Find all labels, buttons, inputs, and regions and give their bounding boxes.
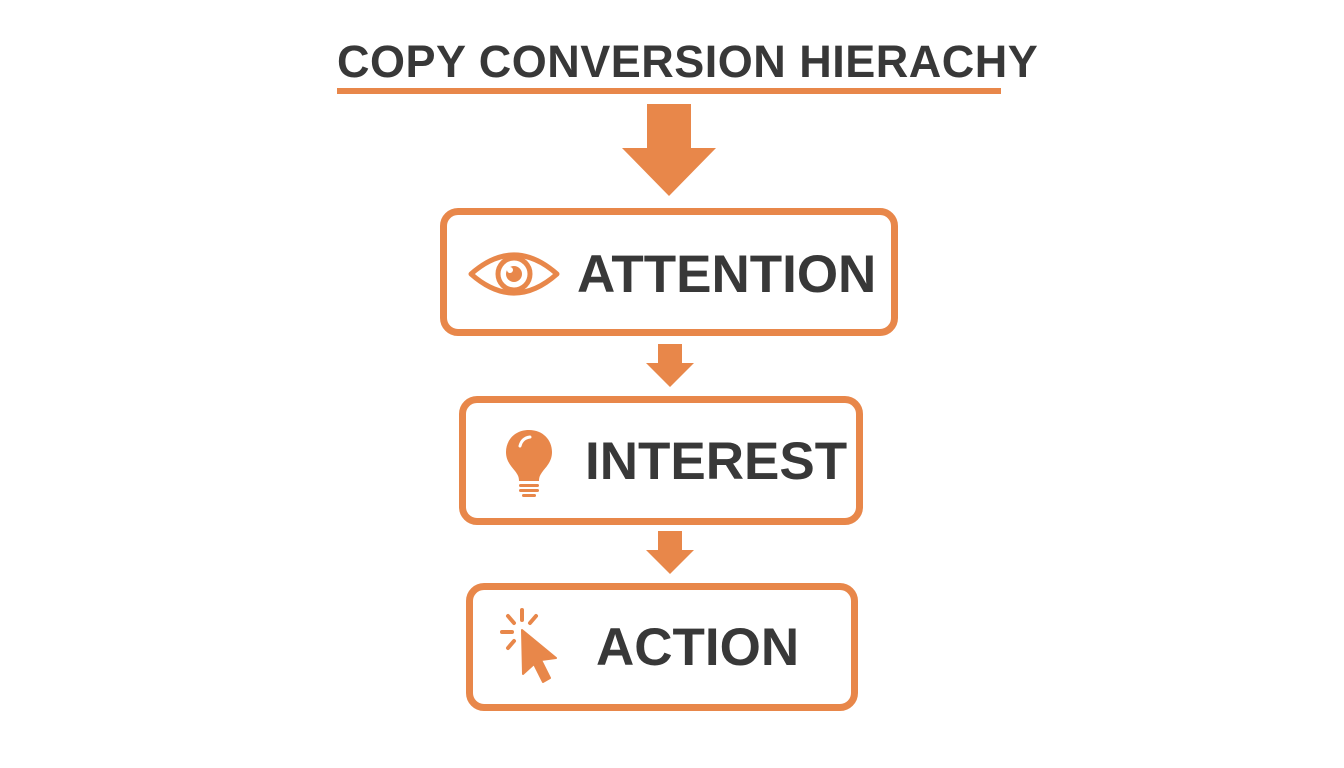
stage-label-interest: INTEREST bbox=[585, 432, 848, 491]
down-arrow-title bbox=[622, 104, 716, 196]
diagram-title: COPY CONVERSION HIERACHY bbox=[337, 36, 1039, 87]
title-underline bbox=[337, 88, 1001, 94]
stage-label-action: ACTION bbox=[596, 618, 800, 677]
eye-icon bbox=[468, 252, 560, 296]
down-arrow-attention-to-interest bbox=[646, 344, 694, 387]
down-arrow-interest-to-action bbox=[646, 531, 694, 574]
lightbulb-icon bbox=[506, 430, 552, 497]
cursor-click-icon bbox=[500, 608, 557, 683]
stage-label-attention: ATTENTION bbox=[577, 245, 877, 304]
